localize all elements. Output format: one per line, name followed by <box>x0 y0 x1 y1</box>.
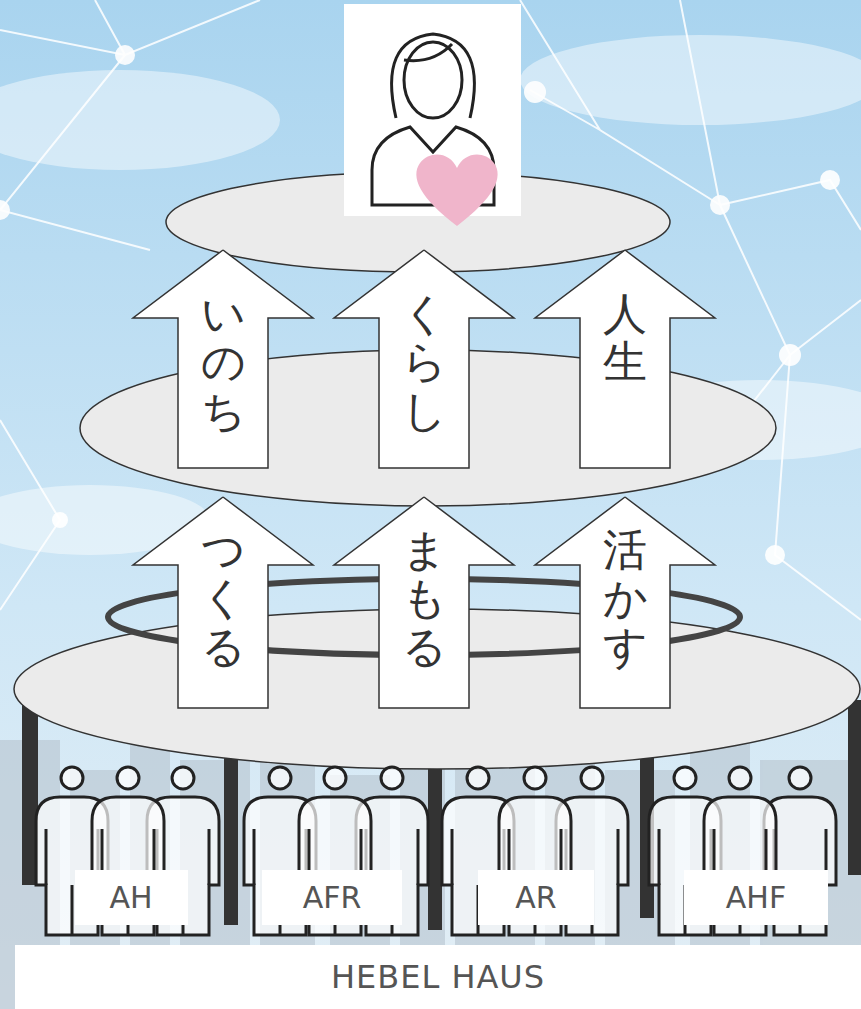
group-label: AR <box>515 880 556 915</box>
arrow-label: まもる <box>402 526 446 671</box>
up-arrow: 活かす <box>535 497 715 708</box>
group-label: AFR <box>303 880 362 915</box>
arrow-label: くらし <box>402 290 446 435</box>
woman-icon <box>344 4 521 226</box>
group-label-box: AH <box>75 870 188 925</box>
group-label-box: AR <box>478 870 594 925</box>
brand-name: HEBEL HAUS <box>331 958 545 996</box>
up-arrow: つくる <box>133 497 313 708</box>
group-label: AHF <box>726 880 786 915</box>
city-skyline <box>0 730 861 1009</box>
group-label-box: AHF <box>684 870 828 925</box>
arrow-label: 活かす <box>603 526 647 671</box>
group-label: AH <box>109 880 152 915</box>
people-groups <box>36 767 836 935</box>
arrow-label: いのち <box>201 290 245 435</box>
up-arrow: いのち <box>133 250 313 468</box>
arrow-label: 人生 <box>603 290 647 387</box>
up-arrow: 人生 <box>535 250 715 468</box>
arrow-label: つくる <box>201 526 245 671</box>
group-label-box: AFR <box>262 870 402 925</box>
up-arrow: まもる <box>334 497 514 708</box>
brand-band: HEBEL HAUS <box>15 945 861 1009</box>
clouds <box>0 35 861 555</box>
up-arrow: くらし <box>334 250 514 468</box>
